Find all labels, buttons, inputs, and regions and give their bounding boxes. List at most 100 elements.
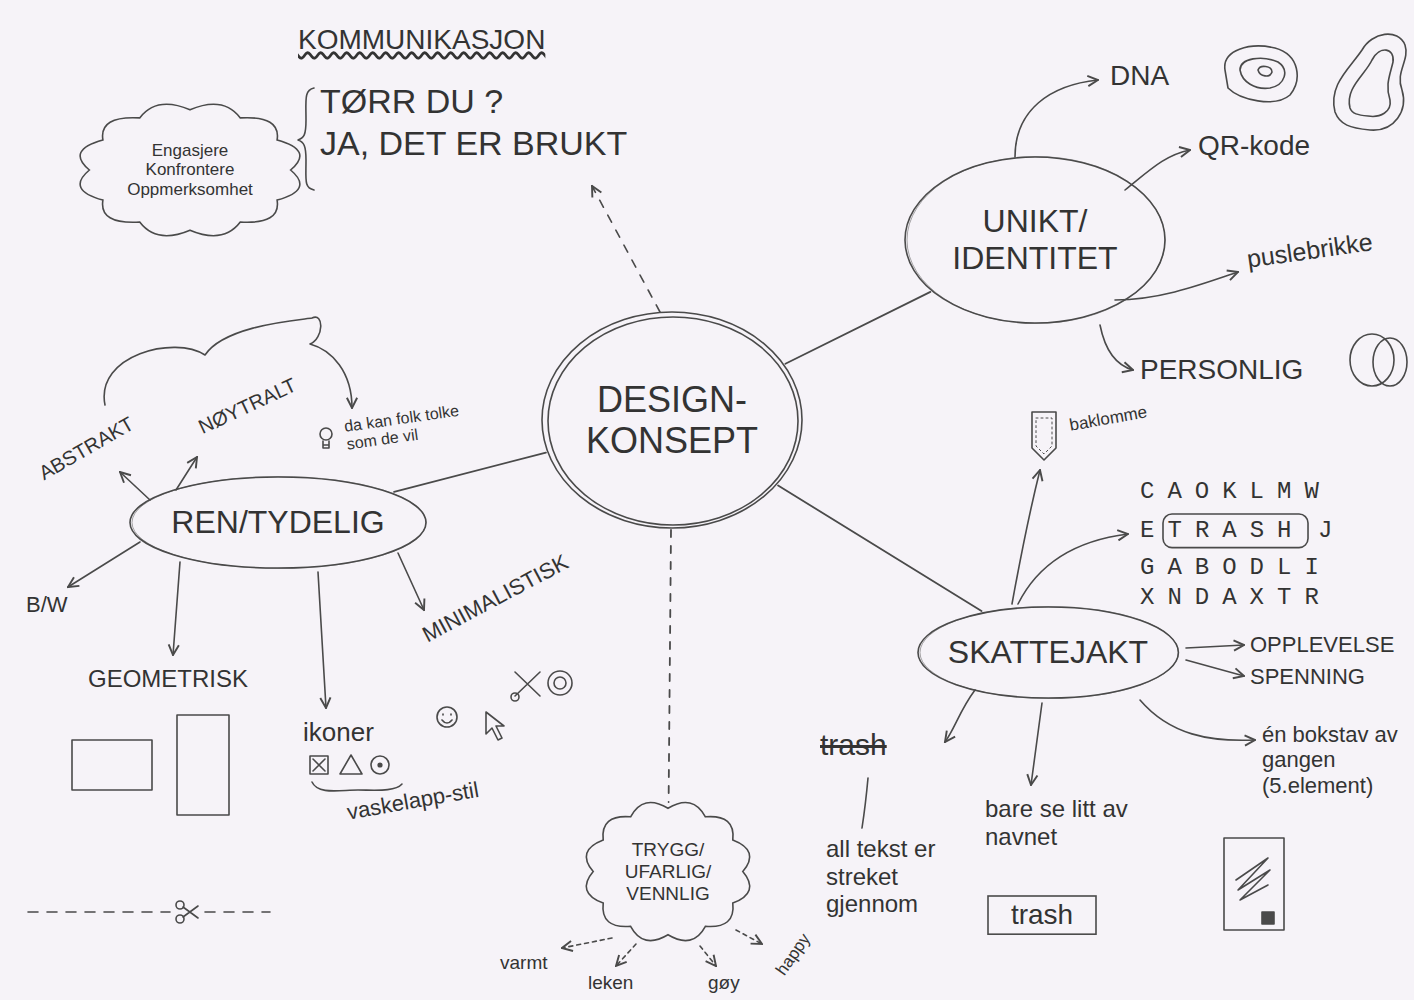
scissors-blade <box>183 906 198 918</box>
contour-blob <box>1349 50 1393 116</box>
dashed-arrow <box>736 930 762 944</box>
arrow <box>1115 272 1238 300</box>
handwritten-note: all tekst er streket gjennom <box>826 835 956 918</box>
handwritten-note: puslebrikke <box>1245 227 1374 273</box>
dashed-arrow <box>592 186 660 312</box>
cursor-icon <box>486 712 504 740</box>
node-label: TRASH <box>1167 517 1304 545</box>
topic-cloud: TRYGG/ UFARLIG/ VENNLIG <box>581 798 755 945</box>
node-outline <box>80 104 300 235</box>
box-icon <box>310 756 328 774</box>
connector-line <box>778 486 981 612</box>
circle-icon <box>371 756 389 774</box>
node-outline <box>920 606 1178 698</box>
handwritten-note: SPENNING <box>1250 664 1365 689</box>
idea-cloud: Engasjere Konfrontere Oppmerksomhet <box>73 100 307 240</box>
curly-brace <box>298 88 314 190</box>
handwritten-note: QR-kode <box>1198 130 1310 162</box>
loop-arrow <box>104 317 352 408</box>
topic-ellipse: SKATTEJAKT <box>916 605 1180 700</box>
word-highlight: TRASH <box>1162 513 1309 549</box>
node-label: SKATTEJAKT <box>948 634 1148 671</box>
arrow <box>1100 325 1133 370</box>
arrow <box>398 553 424 610</box>
dashed-arrow <box>562 938 612 948</box>
handwritten-note: vaskelapp-stil <box>345 777 481 825</box>
node-label: TRYGG/ UFARLIG/ VENNLIG <box>618 839 718 905</box>
handwritten-note: GABODLI <box>1140 554 1332 582</box>
box-icon-cross <box>313 759 325 771</box>
contour-blob <box>1334 34 1406 130</box>
arrow <box>1018 534 1128 604</box>
arrow <box>68 542 140 587</box>
handwritten-note: ikoner <box>303 718 374 748</box>
arrow <box>173 562 180 655</box>
handwritten-note: trash <box>820 728 887 763</box>
circle-icon-dot <box>378 763 382 767</box>
handwritten-note: leken <box>588 972 633 994</box>
arrow <box>1186 660 1244 676</box>
scissors-ring <box>511 693 519 701</box>
name-box: trash <box>987 895 1097 935</box>
contour-blob <box>1258 66 1272 76</box>
topic-ellipse: UNIKT/ IDENTITET <box>903 155 1167 325</box>
target-icon <box>554 677 566 689</box>
connector-line <box>785 292 930 364</box>
connector-line <box>394 453 546 492</box>
node-label: trash <box>1011 899 1073 931</box>
node-outline <box>132 476 426 568</box>
pocket-icon <box>1032 412 1056 460</box>
handwritten-note: J <box>1318 517 1345 545</box>
node-outline <box>905 157 1165 323</box>
handwritten-note: baklomme <box>1068 402 1149 435</box>
arrow <box>945 690 975 742</box>
node-label: DESIGN- KONSEPT <box>572 379 772 462</box>
topic-ellipse: REN/TYDELIG <box>128 475 428 570</box>
handwritten-note: B/W <box>26 592 68 617</box>
handwritten-note: PERSONLIG <box>1140 354 1303 386</box>
handwritten-note: KOMMUNIKASJON <box>298 24 545 56</box>
geometric-rect <box>72 740 152 790</box>
handwritten-note: OPPLEVELSE <box>1250 632 1394 657</box>
scissors-icon <box>515 672 540 696</box>
handwritten-note: DNA <box>1110 60 1169 92</box>
node-outline <box>1163 514 1308 548</box>
handwritten-note: gøy <box>708 972 740 994</box>
node-label: Engasjere Konfrontere Oppmerksomhet <box>120 141 260 200</box>
handwritten-note: XNDAXTR <box>1140 584 1332 612</box>
arrow <box>318 572 326 708</box>
handwritten-note: varmt <box>500 952 548 974</box>
target-icon <box>548 671 572 695</box>
lightbulb-base <box>323 441 329 448</box>
connector-line <box>669 530 671 802</box>
arrow <box>1186 645 1244 648</box>
arrow <box>1015 80 1098 157</box>
lightbulb <box>320 428 332 440</box>
smiley-icon <box>437 707 457 727</box>
handwritten-note: TØRR DU ? <box>320 82 503 121</box>
handwritten-note: bare se litt av navnet <box>985 795 1135 850</box>
handwritten-note: E <box>1140 517 1167 545</box>
handwritten-note: da kan folk tolke som de vil <box>343 400 477 455</box>
handwritten-note: én bokstav av gangen (5.element) <box>1262 722 1410 798</box>
sketch-frame <box>1224 838 1284 930</box>
handwritten-note: GEOMETRISK <box>88 665 248 693</box>
handwritten-note: JA, DET ER BRUKT <box>320 124 627 163</box>
node-outline <box>907 157 1165 324</box>
node-outline <box>542 312 802 528</box>
node-outline <box>918 607 1178 698</box>
handwritten-note: MINIMALISTISK <box>418 549 572 647</box>
node-outline <box>548 317 798 525</box>
contour-blob <box>1240 58 1285 88</box>
node-label: REN/TYDELIG <box>171 504 384 541</box>
node-outline <box>586 803 749 941</box>
arrow <box>1140 700 1255 740</box>
arrow <box>1125 150 1190 190</box>
dashed-arrow <box>700 946 716 966</box>
contour-blob <box>1225 46 1297 102</box>
arrow <box>1012 470 1040 604</box>
handwritten-note: CAOKLMW <box>1140 478 1332 506</box>
cut-line <box>28 911 270 913</box>
leader-line <box>862 778 868 828</box>
geometric-rect <box>177 715 229 815</box>
